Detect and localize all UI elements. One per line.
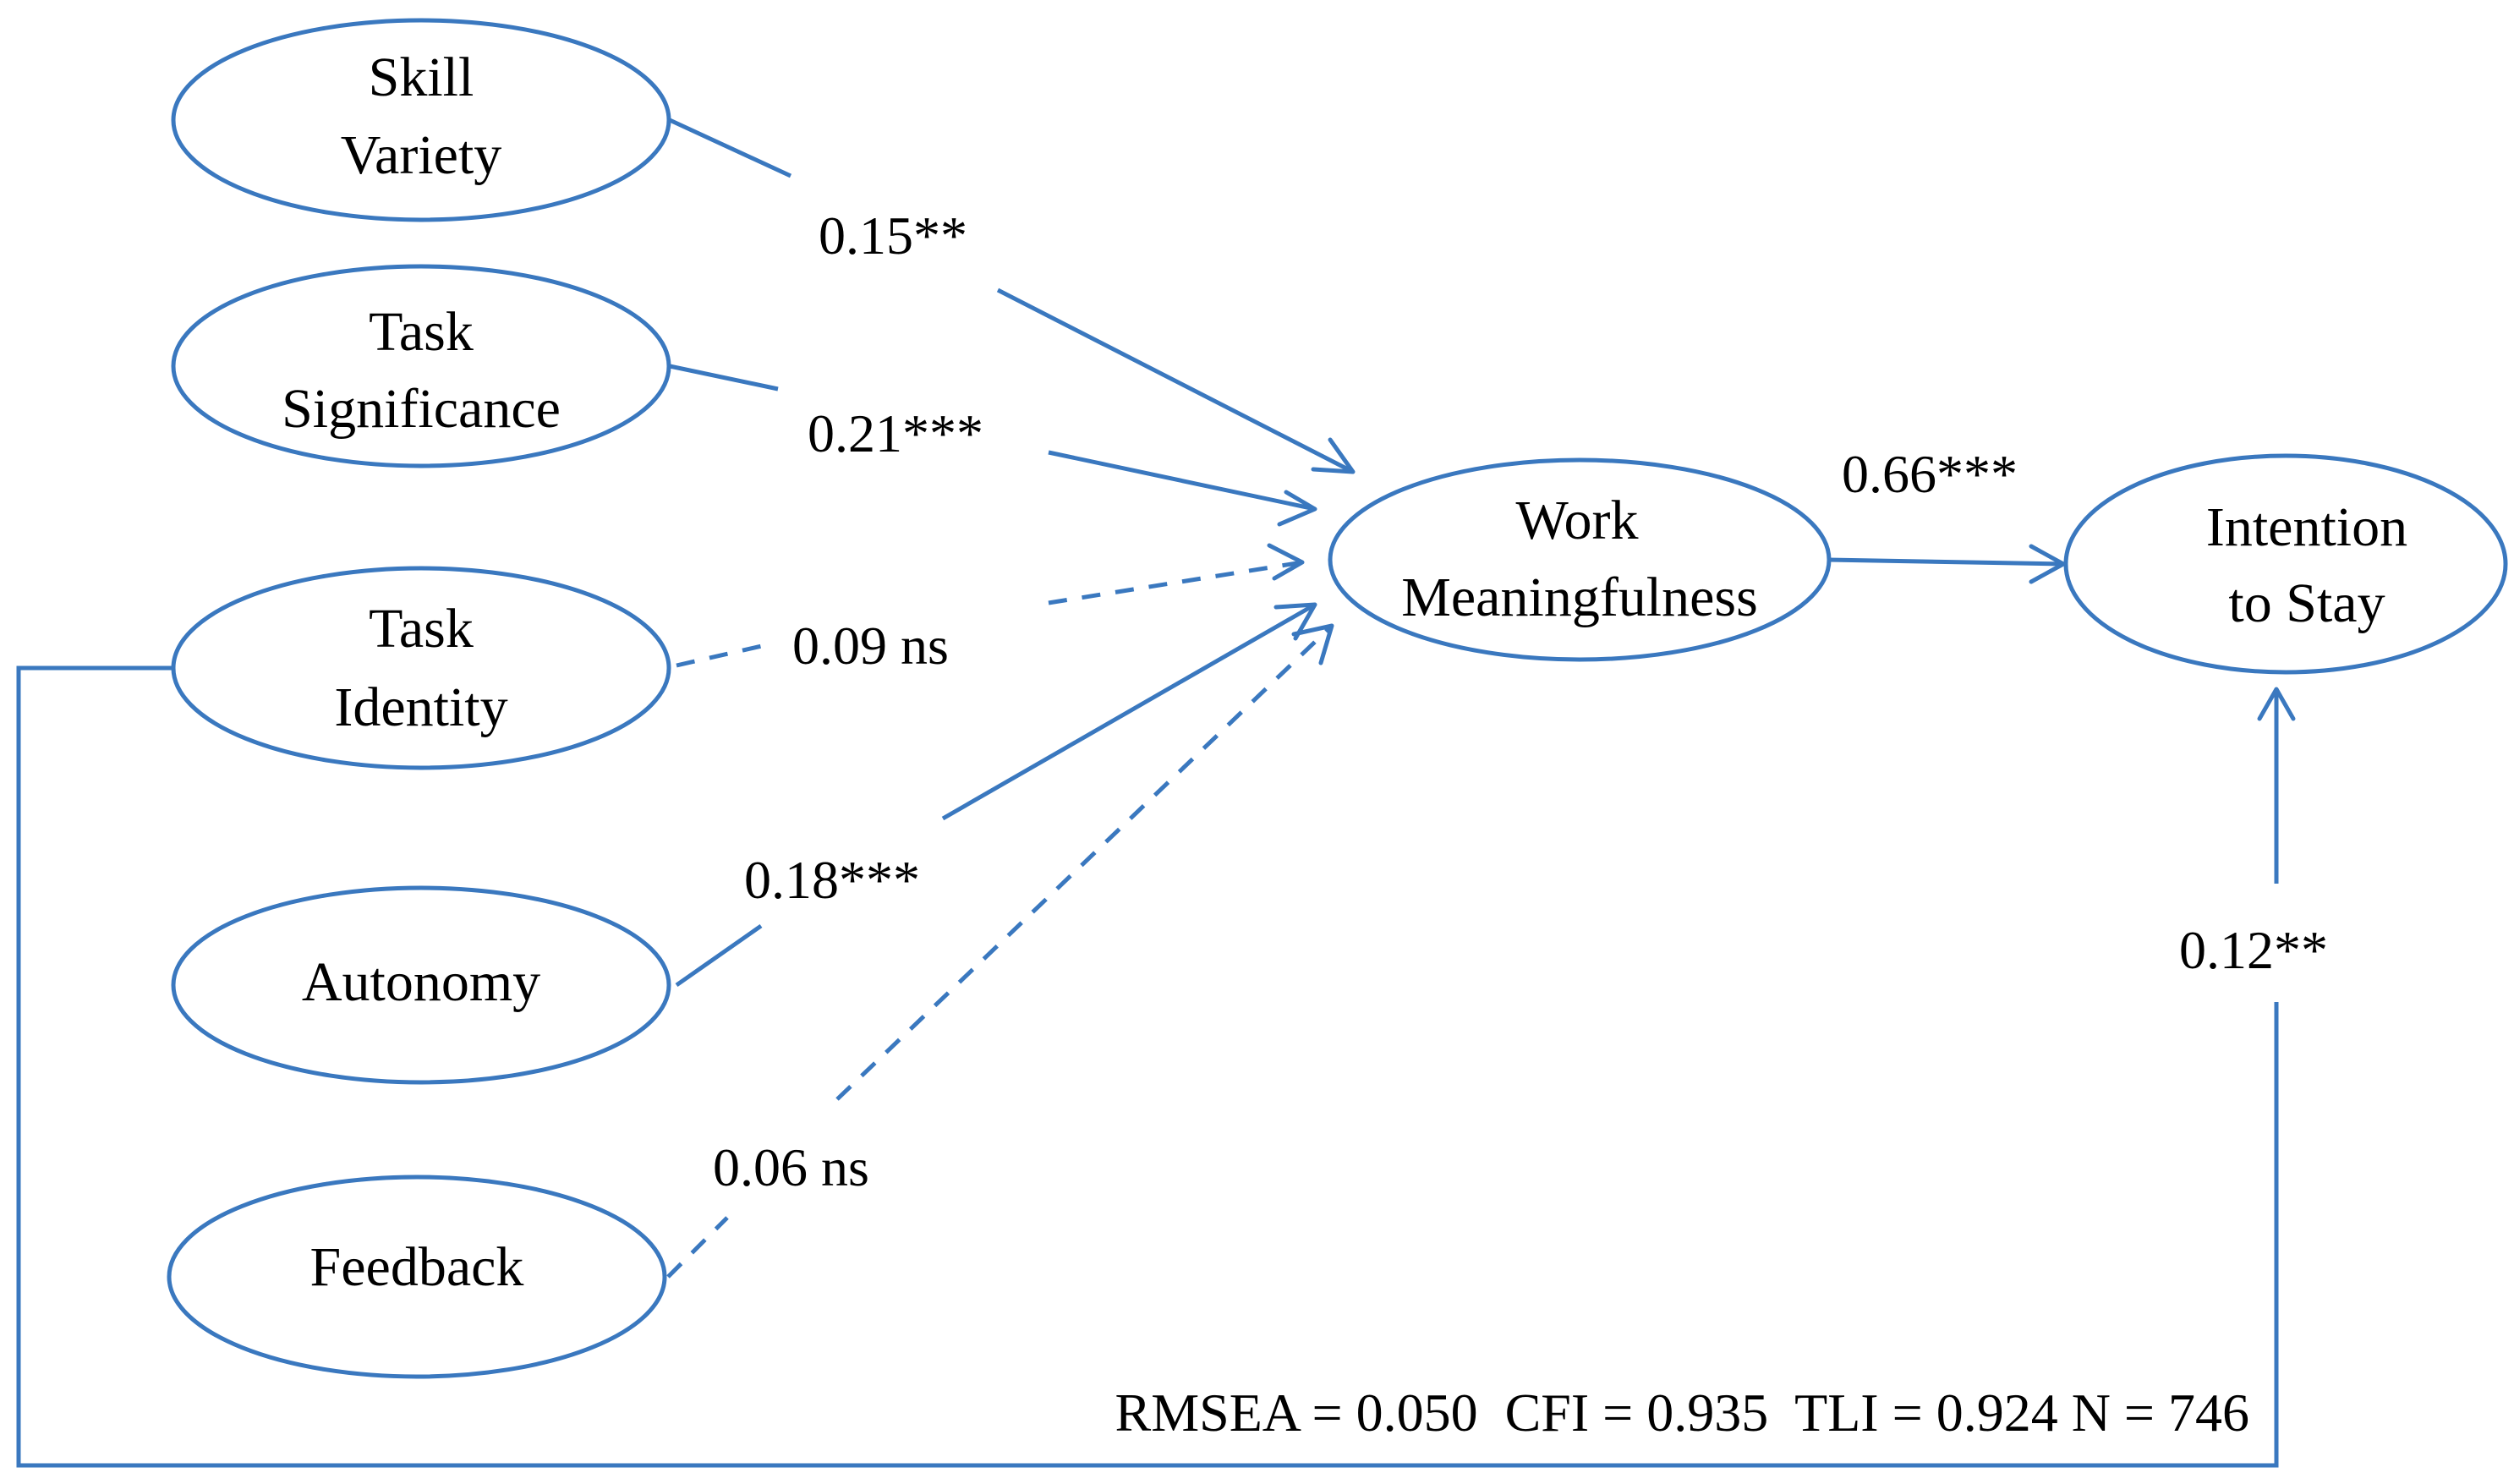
node-ellipse-feedback [167, 1175, 667, 1379]
arrowhead-autonomy [1273, 602, 1317, 641]
edge-line-identity-to-intention [16, 665, 2279, 1468]
edge-line-task-identity [676, 643, 766, 668]
node-intention-to-stay: Intention to Stay [2063, 453, 2508, 675]
edge-line-task-significance-lower [1048, 450, 1316, 512]
edge-label-autonomy: 0.18*** [744, 850, 920, 910]
edge-line-work-to-intention [1827, 557, 2064, 567]
edge-label-task-significance: 0.21*** [808, 403, 983, 463]
edges [16, 118, 2296, 1468]
node-label-task-identity-line2: Identity [334, 676, 507, 738]
arrowhead-skill-variety [1311, 437, 1356, 474]
node-label-work-meaningfulness-line1: Work [1516, 490, 1639, 551]
arrowhead-work-to-intention [2029, 544, 2066, 584]
edge-label-work-to-intention: 0.66*** [1842, 444, 2018, 504]
edge-label-feedback: 0.06 ns [713, 1137, 869, 1197]
node-label-task-significance-line2: Significance [282, 378, 561, 440]
node-task-significance: Task Significance [171, 264, 671, 468]
arrowhead-feedback [1291, 623, 1334, 665]
edge-label-identity-to-intention: 0.12** [2179, 920, 2328, 980]
node-label-skill-variety-line1: Skill [369, 47, 474, 108]
node-autonomy: Autonomy [171, 885, 671, 1085]
edge-autonomy [675, 602, 1317, 988]
node-ellipse-work-meaningfulness [1328, 457, 1832, 662]
edge-line-feedback-upper [835, 624, 1334, 1101]
node-label-feedback: Feedback [310, 1236, 524, 1298]
edge-work-meaningfulness-to-intention [1827, 544, 2066, 584]
edge-line-task-significance [669, 364, 779, 392]
node-work-meaningfulness: Work Meaningfulness [1328, 457, 1832, 662]
node-skill-variety: Skill Variety [171, 18, 671, 222]
node-label-autonomy: Autonomy [302, 951, 540, 1013]
nodes: Skill Variety Task Significance Task Ide… [167, 18, 2508, 1379]
node-label-skill-variety-line2: Variety [341, 124, 502, 186]
edge-skill-variety [668, 118, 1356, 474]
node-label-task-significance-line1: Task [369, 301, 474, 363]
edge-label-skill-variety: 0.15** [819, 205, 967, 266]
edge-task-significance [669, 364, 1317, 527]
node-label-task-identity-line1: Task [369, 598, 474, 660]
edge-line-autonomy-upper [941, 602, 1317, 821]
edge-line-skill-variety-lower [996, 287, 1355, 474]
fit-indices: RMSEA = 0.050 CFI = 0.935 TLI = 0.924 N … [1115, 1383, 2250, 1443]
edge-line-task-identity-upper [1048, 560, 1303, 605]
arrowhead-identity-to-intention [2257, 687, 2296, 721]
arrowhead-task-identity [1267, 543, 1305, 581]
node-feedback: Feedback [167, 1175, 667, 1379]
node-ellipse-task-significance [171, 264, 671, 468]
node-ellipse-intention-to-stay [2063, 453, 2508, 675]
node-label-work-meaningfulness-line2: Meaningfulness [1401, 567, 1758, 628]
node-ellipse-task-identity [171, 566, 671, 770]
edge-line-feedback [666, 1216, 729, 1279]
edge-feedback [666, 623, 1334, 1279]
node-task-identity: Task Identity [171, 566, 671, 770]
node-label-intention-to-stay-line2: to Stay [2228, 572, 2385, 634]
edge-task-identity [676, 543, 1305, 668]
arrowhead-task-significance [1277, 490, 1317, 527]
edge-labels: 0.15** 0.21*** 0.09 ns 0.18*** 0.06 ns 0… [713, 205, 2328, 1197]
edge-line-autonomy [675, 923, 763, 988]
node-ellipse-autonomy [171, 885, 671, 1085]
node-label-intention-to-stay-line1: Intention [2206, 496, 2407, 558]
edge-label-task-identity: 0.09 ns [792, 616, 949, 676]
edge-line-skill-variety [668, 118, 792, 178]
edge-task-identity-to-intention [16, 665, 2296, 1468]
node-ellipse-skill-variety [171, 18, 671, 222]
